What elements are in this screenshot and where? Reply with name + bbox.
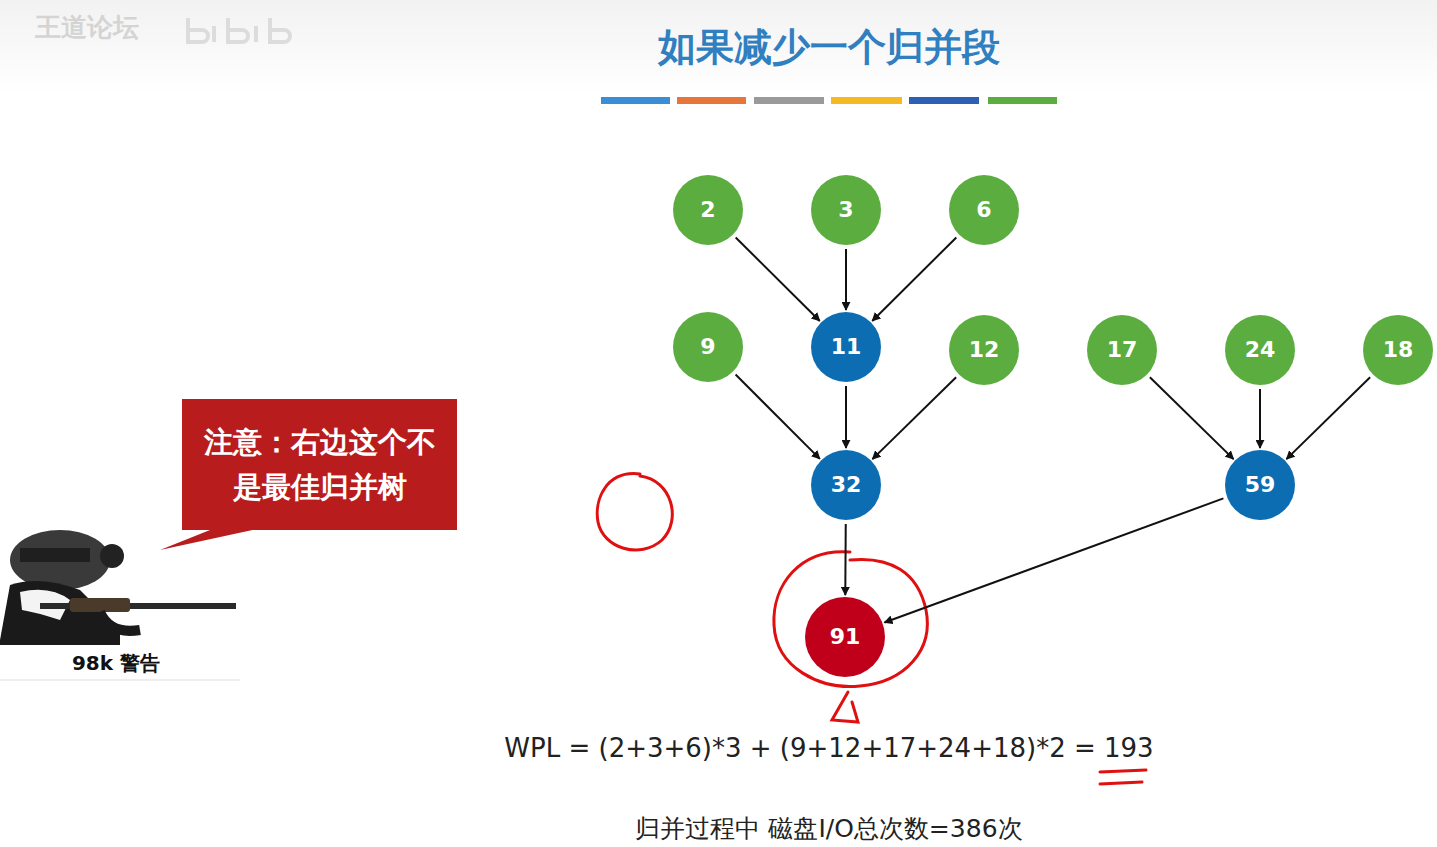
watermark: 王道论坛 bbox=[35, 10, 139, 45]
node-value: 17 bbox=[1107, 339, 1138, 361]
node-value: 12 bbox=[969, 339, 1000, 361]
node-value: 3 bbox=[838, 199, 853, 221]
note: 归并过程中 磁盘I/O总次数=386次 bbox=[635, 812, 1022, 845]
bili-watermark bbox=[188, 18, 290, 42]
merge-circle: 32 bbox=[811, 450, 881, 520]
merge-arrow bbox=[872, 377, 956, 459]
leaf-circle: 18 bbox=[1363, 315, 1433, 385]
soldier-figure bbox=[0, 530, 240, 680]
merge-circle: 59 bbox=[1225, 450, 1295, 520]
merge-arrow bbox=[845, 249, 847, 310]
leaf-circle: 6 bbox=[949, 175, 1019, 245]
node-value: 2 bbox=[700, 199, 715, 221]
formula: WPL = (2+3+6)*3 + (9+12+17+24+18)*2 = 19… bbox=[504, 733, 1153, 763]
merge-arrow bbox=[845, 386, 847, 448]
node-value: 59 bbox=[1245, 474, 1276, 496]
leaf-circle: 9 bbox=[673, 312, 743, 382]
node-value: 91 bbox=[830, 626, 861, 648]
merge-arrow bbox=[1286, 377, 1370, 459]
root-circle: 91 bbox=[805, 597, 885, 677]
merge-circle: 11 bbox=[811, 312, 881, 382]
node-value: 18 bbox=[1383, 339, 1414, 361]
node-value: 24 bbox=[1245, 339, 1276, 361]
leaf-circle: 24 bbox=[1225, 315, 1295, 385]
merge-arrow bbox=[736, 237, 820, 320]
node-value: 6 bbox=[976, 199, 991, 221]
merge-arrow bbox=[1150, 377, 1234, 459]
merge-arrow bbox=[844, 524, 846, 595]
warning-callout: 注意：右边这个不是最佳归并树 bbox=[182, 399, 457, 530]
callout-tail bbox=[160, 528, 262, 550]
leaf-circle: 3 bbox=[811, 175, 881, 245]
node-value: 11 bbox=[831, 336, 862, 358]
callout-text: 注意：右边这个不是最佳归并树 bbox=[197, 420, 442, 510]
slide-title: 如果减少一个归并段 bbox=[658, 22, 1000, 73]
leaf-circle: 12 bbox=[949, 315, 1019, 385]
merge-arrow bbox=[884, 498, 1223, 622]
merge-arrow bbox=[872, 237, 956, 320]
leaf-circle: 2 bbox=[673, 175, 743, 245]
merge-arrow bbox=[1259, 389, 1261, 448]
merge-arrow bbox=[736, 375, 820, 459]
figure-caption: 98k 警告 bbox=[72, 650, 160, 677]
node-value: 9 bbox=[700, 336, 715, 358]
title-bars bbox=[601, 97, 1057, 104]
node-value: 32 bbox=[831, 474, 862, 496]
leaf-circle: 17 bbox=[1087, 315, 1157, 385]
